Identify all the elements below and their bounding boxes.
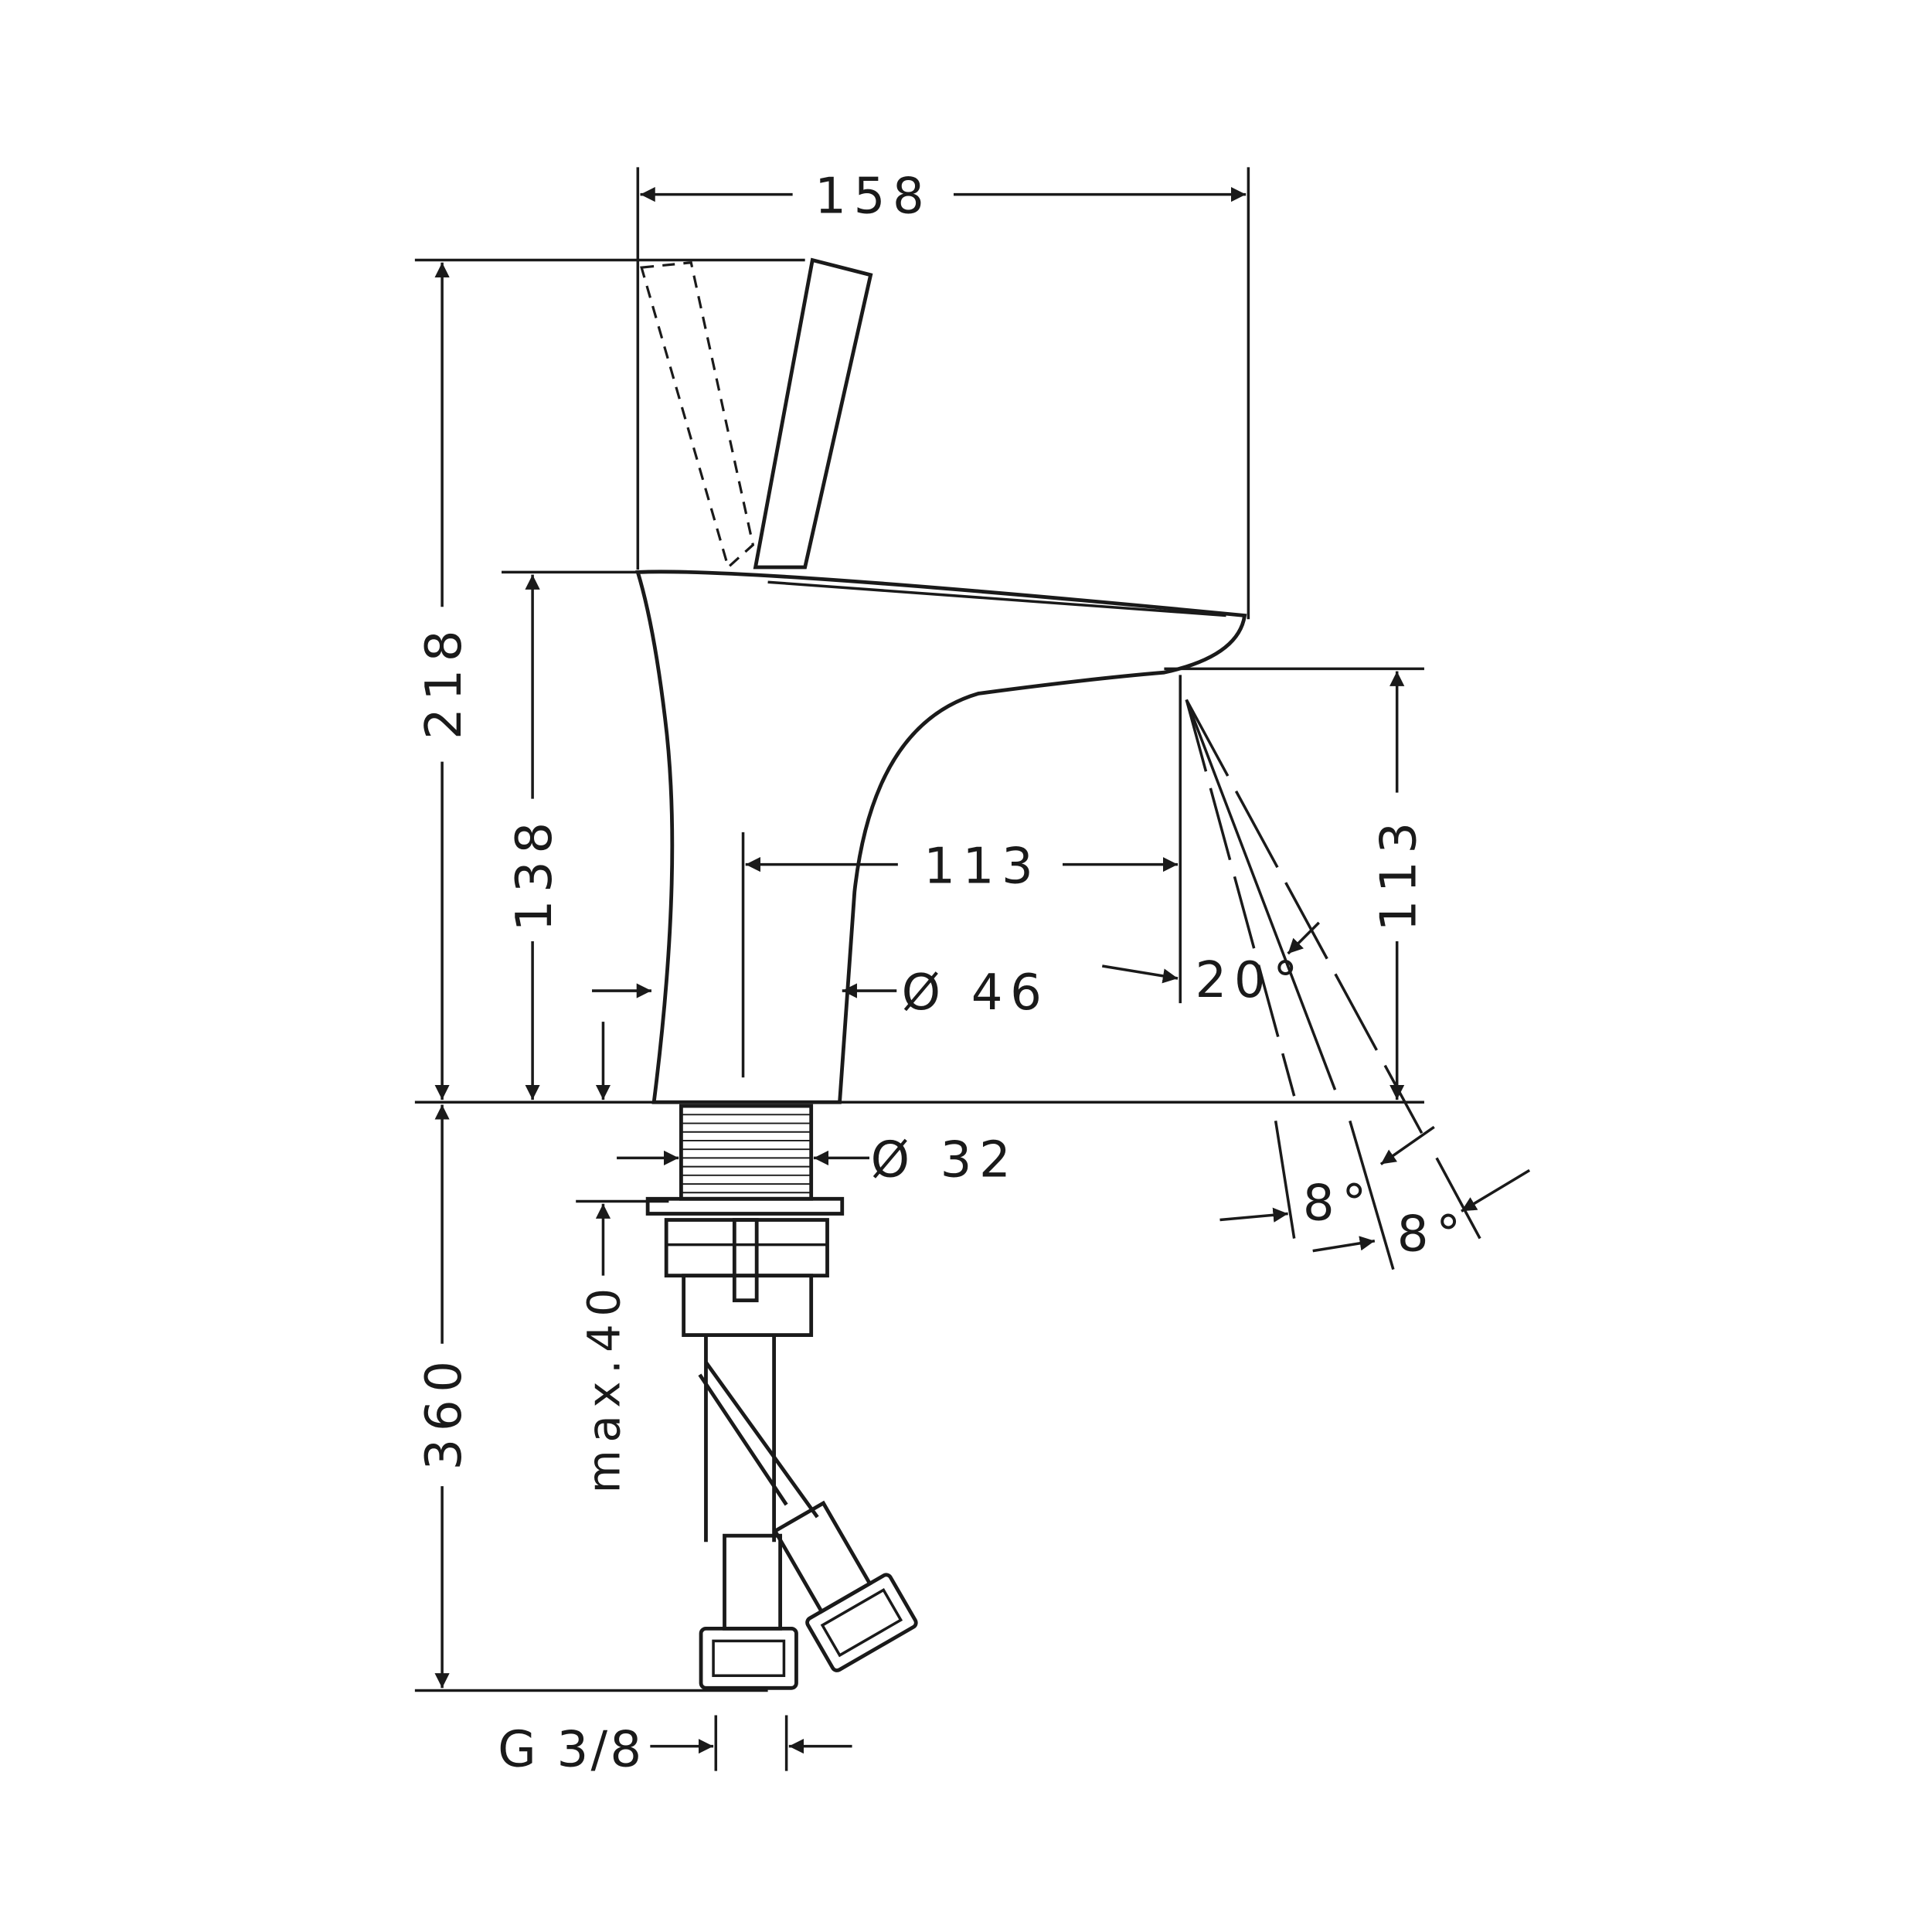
faucet-body — [635, 570, 1247, 1104]
dimension-218: 218 — [414, 258, 1424, 1104]
dimension-diameter-32: Ø 32 — [617, 1131, 1019, 1189]
spray-angle-label-8b: 8° — [1397, 1206, 1468, 1264]
lever-alternate-position — [640, 261, 755, 570]
dimension-113-height: 113 — [1164, 667, 1428, 1100]
dimension-label-113-reach: 113 — [923, 838, 1040, 896]
dimension-label-g-3-8: G 3/8 — [498, 1721, 644, 1778]
dimension-label-360: 360 — [416, 1353, 473, 1470]
dimension-label-diameter-46: Ø 46 — [902, 964, 1049, 1022]
dimension-g-3-8: G 3/8 — [498, 1715, 852, 1778]
dimension-label-diameter-32: Ø 32 — [871, 1131, 1019, 1189]
spray-angle: 20° 8° 8° — [1101, 699, 1531, 1270]
dimension-label-218: 218 — [416, 623, 473, 740]
dimension-158: 158 — [636, 167, 1250, 620]
dimension-max-40: max.40 — [576, 1199, 669, 1493]
dimension-diameter-46: Ø 46 — [592, 964, 1049, 1100]
spray-angle-label-8a: 8° — [1303, 1175, 1374, 1233]
threaded-shank — [645, 1104, 845, 1337]
lever-handle — [753, 257, 873, 570]
spray-angle-label-20: 20° — [1195, 952, 1304, 1009]
dimension-113-reach: 113 — [741, 675, 1182, 1078]
dimension-label-max-40: max.40 — [577, 1281, 630, 1493]
dimension-360: 360 — [414, 1104, 768, 1692]
dimension-138: 138 — [502, 570, 638, 1100]
dimension-label-158: 158 — [815, 168, 931, 226]
supply-hoses — [698, 1335, 918, 1690]
dimension-label-113-height: 113 — [1371, 815, 1428, 931]
dimension-label-138: 138 — [506, 815, 563, 931]
